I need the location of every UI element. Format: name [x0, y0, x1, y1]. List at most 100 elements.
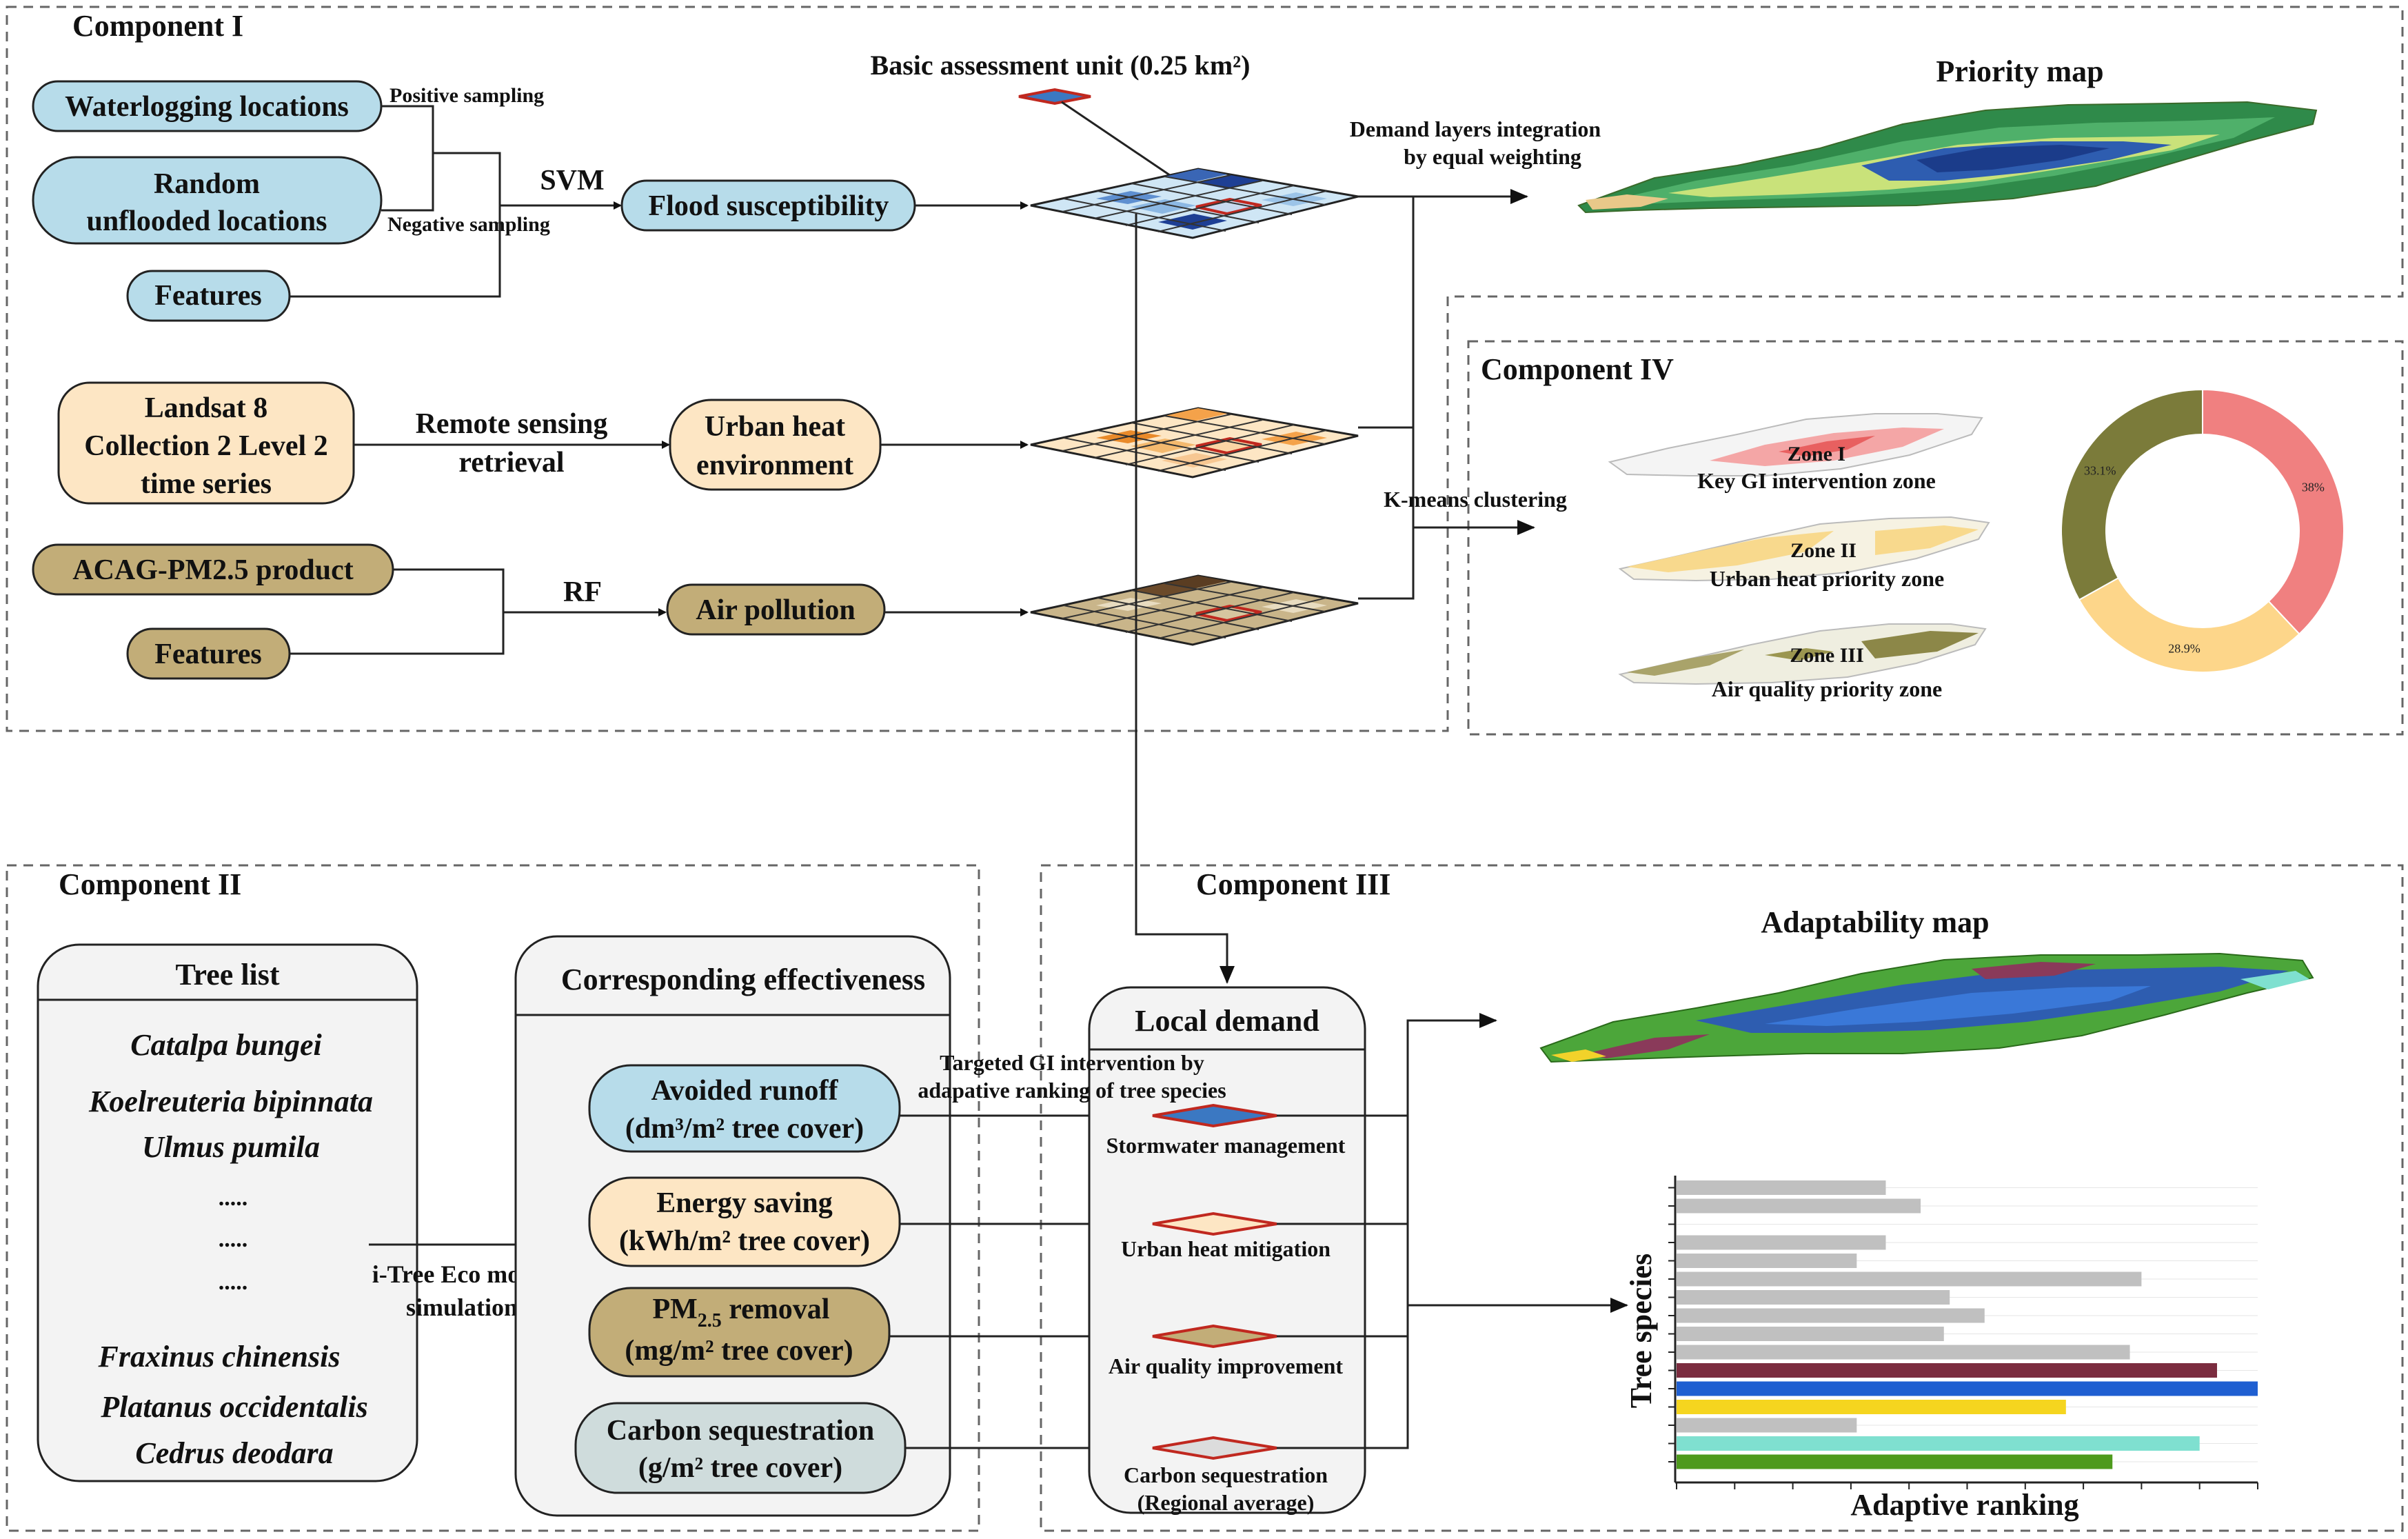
zone3-desc: Air quality priority zone: [1712, 676, 1943, 701]
component-4-title: Component IV: [1481, 352, 1674, 386]
avoided-runoff-label-1: Avoided runoff: [651, 1075, 838, 1107]
targeted-label-2: adapative ranking of tree species: [918, 1078, 1226, 1103]
air-pollution-box: [666, 583, 886, 636]
component-2-title: Component II: [59, 867, 241, 901]
energy-saving-label-2: (kWh/m² tree cover): [619, 1225, 870, 1257]
tree-item: Fraxinus chinensis: [98, 1340, 341, 1374]
waterlogging-label: Waterlogging locations: [65, 91, 349, 123]
ranking-bar: [1677, 1400, 2066, 1414]
zone2-desc: Urban heat priority zone: [1710, 566, 1944, 591]
zone-donut-chart: 38% 28.9% 33.1%: [2061, 388, 2345, 673]
carbon-seq-label-1: Carbon sequestration: [1124, 1462, 1328, 1487]
features-label-1: Features: [154, 280, 262, 312]
random-label-2: unflooded locations: [87, 205, 327, 237]
ranking-bar: [1677, 1381, 2258, 1396]
targeted-label-1: Targeted GI intervention by: [940, 1050, 1204, 1075]
features-connector: [290, 152, 501, 298]
air-pollution-label: Air pollution: [696, 594, 855, 626]
basic-unit-label: Basic assessment unit (0.25 km²): [871, 50, 1251, 81]
svm-label: SVM: [540, 165, 604, 197]
unit-cell-icon: [1018, 88, 1091, 105]
random-label-1: Random: [154, 168, 260, 200]
carbon-sequestration-label-2: (g/m² tree cover): [638, 1452, 842, 1484]
ranking-bar: [1677, 1180, 1886, 1195]
avoided-runoff-label-2: (dm³/m² tree cover): [625, 1113, 864, 1145]
ranking-bar: [1677, 1254, 1857, 1268]
ranking-bar: [1677, 1327, 1944, 1341]
flood-susceptibility-label: Flood susceptibility: [649, 190, 889, 222]
local-demand-title: Local demand: [1135, 1004, 1319, 1038]
ranking-bar: [1677, 1454, 2113, 1469]
avoided-runoff-box: [588, 1064, 901, 1153]
energy-saving-label-1: Energy saving: [656, 1187, 833, 1219]
pm-removal-label-2: (mg/m² tree cover): [625, 1335, 853, 1367]
sampling-bracket: [381, 105, 434, 212]
air-grid: [1030, 574, 1359, 646]
rs-label-1: Remote sensing: [416, 408, 608, 440]
ranking-bar: [1677, 1436, 2200, 1451]
component-3-title: Component III: [1196, 867, 1390, 901]
local-demand-panel: [1088, 986, 1366, 1514]
adaptability-map-title: Adaptability map: [1761, 905, 1989, 939]
acag-label: ACAG-PM2.5 product: [72, 554, 354, 586]
demand-label-2: by equal weighting: [1404, 144, 1581, 169]
adaptability-map: [1539, 952, 2314, 1063]
ellipsis: .....: [219, 1269, 248, 1295]
ranking-bar: [1677, 1345, 2130, 1360]
ellipsis: .....: [219, 1227, 248, 1252]
landsat-label-3: time series: [141, 468, 272, 500]
random-unflooded-box: [32, 156, 383, 245]
donut-slice-label: 28.9%: [2168, 641, 2200, 655]
adaptive-ranking-chart: Adaptive ranking Tree species: [1624, 1176, 2258, 1522]
carbon-seq-label-2: (Regional average): [1137, 1490, 1315, 1515]
landsat-label-1: Landsat 8: [145, 392, 268, 424]
component-3-frame: [1040, 864, 2404, 1532]
tree-item: Ulmus pumila: [142, 1130, 320, 1164]
carbon-sequestration-label-1: Carbon sequestration: [607, 1415, 875, 1447]
landsat-box: [57, 381, 355, 505]
features-label-2: Features: [154, 638, 262, 670]
donut-slice: [2202, 388, 2345, 635]
pm-sub: 2.5: [698, 1310, 722, 1331]
zone2-name: Zone II: [1790, 539, 1856, 562]
output-bracket: [1277, 1114, 1409, 1449]
donut-slice-label: 38%: [2302, 480, 2325, 494]
tree-item: Platanus occidentalis: [100, 1390, 367, 1424]
ranking-bar: [1677, 1308, 1985, 1323]
component-4-frame: [1467, 340, 2404, 736]
ranking-bar: [1677, 1290, 1950, 1305]
donut-slice-label: 33.1%: [2084, 464, 2116, 478]
tree-item: Cedrus deodara: [135, 1436, 333, 1470]
x-axis-label: Adaptive ranking: [1850, 1488, 2078, 1522]
component-1-frame: [6, 6, 2404, 732]
adaptability-arrow: [1406, 1013, 1497, 1116]
negative-sampling-label: Negative sampling: [387, 213, 550, 236]
zone1-name: Zone I: [1788, 443, 1845, 465]
priority-map: [1577, 101, 2318, 214]
donut-slice: [2061, 388, 2203, 601]
pm-removal-label-1: PM2.5 removal: [653, 1294, 830, 1331]
rs-label-2: retrieval: [458, 447, 564, 479]
zone1-desc: Key GI intervention zone: [1697, 468, 1936, 493]
effectiveness-title: Corresponding effectiveness: [561, 963, 925, 996]
zone1-map: [1608, 413, 1983, 476]
positive-sampling-label: Positive sampling: [389, 84, 544, 107]
air-improvement-label: Air quality improvement: [1109, 1354, 1343, 1378]
tree-item: Koelreuteria bipinnata: [88, 1085, 373, 1118]
grid-bracket: [1358, 195, 1415, 600]
ellipsis: .....: [219, 1185, 248, 1211]
itree-label-2: simulation: [406, 1294, 518, 1321]
pm-main: PM: [653, 1294, 698, 1325]
zone3-name: Zone III: [1790, 644, 1864, 667]
ranking-bar: [1677, 1418, 1857, 1433]
zone2-map: [1618, 516, 1990, 582]
stormwater-label: Stormwater management: [1106, 1133, 1346, 1158]
rf-label: RF: [563, 576, 602, 608]
urban-heat-label-2: environment: [696, 450, 853, 481]
donut-slice: [2078, 576, 2300, 673]
ranking-bar: [1677, 1271, 2142, 1287]
heat-grid: [1030, 407, 1359, 479]
component-1-title: Component I: [72, 9, 243, 43]
kmeans-label: K-means clustering: [1384, 487, 1567, 512]
